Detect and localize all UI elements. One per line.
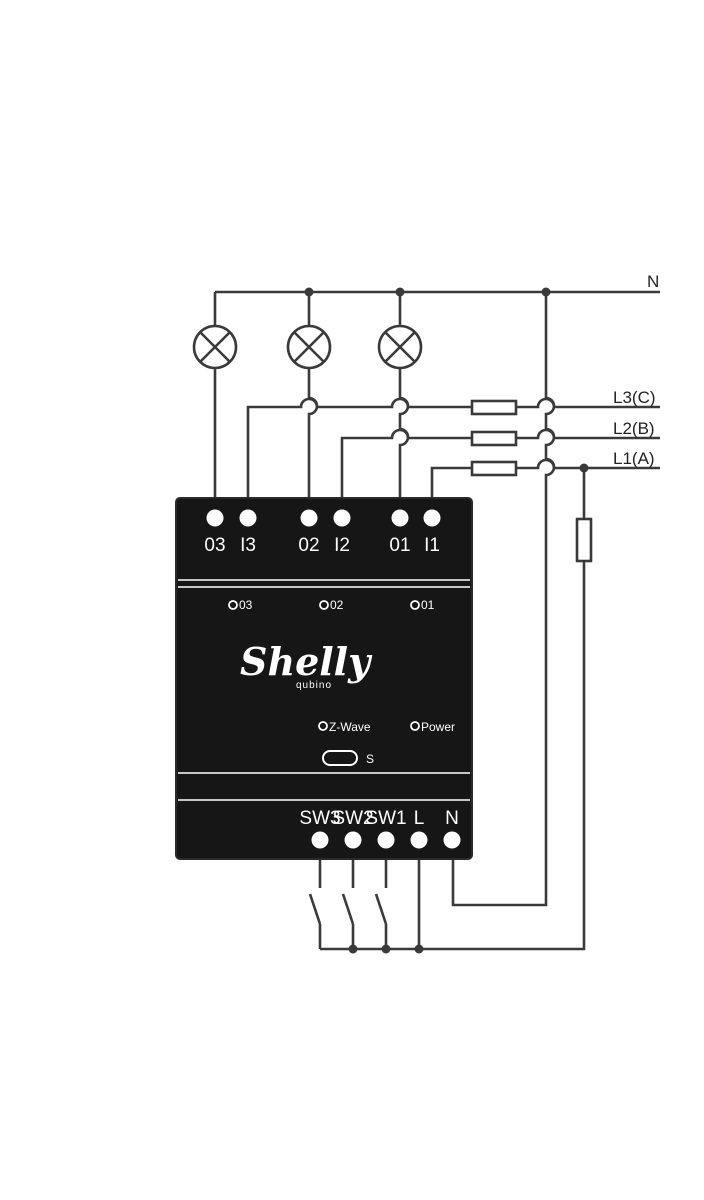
terminal-label-n: N: [445, 808, 459, 829]
led-label-o2: 02: [330, 598, 344, 612]
output-leds: 03 02 01: [228, 598, 435, 612]
led-label-zwave: Z-Wave: [329, 720, 371, 734]
led-label-o3: 03: [239, 598, 253, 612]
phase-l2-label: L2(B): [613, 419, 655, 438]
brand-logo: Shelly: [240, 639, 373, 684]
terminal-label-o3: 03: [204, 535, 225, 556]
led-label-power: Power: [421, 720, 455, 734]
terminal-label-i3: I3: [240, 535, 256, 556]
sub-brand-logo: qubino: [296, 680, 332, 691]
phase-l3-label: L3(C): [613, 388, 656, 407]
terminal-label-i2: I2: [334, 535, 350, 556]
led-zwave: [318, 721, 328, 731]
terminal-label-o2: 02: [298, 535, 319, 556]
switch-3: [308, 858, 322, 949]
led-o2: [319, 600, 329, 610]
terminal-o1[interactable]: [391, 509, 409, 527]
phase-l3-line: L3(C): [246, 388, 660, 498]
neutral-bus: N: [215, 272, 660, 297]
top-terminals: 03 I3 02 I2 01 I1: [204, 509, 441, 556]
terminal-label-l: L: [414, 808, 425, 829]
terminal-o2[interactable]: [300, 509, 318, 527]
service-button-label: S: [366, 752, 374, 766]
lamp-3: [192, 292, 238, 498]
terminal-label-sw1: SW1: [365, 808, 406, 829]
terminal-label-sw3: SW3: [299, 808, 340, 829]
l1-supply-branch: [320, 468, 593, 954]
led-o1: [410, 600, 420, 610]
led-label-o1: 01: [421, 598, 435, 612]
terminal-sw3[interactable]: [311, 831, 329, 849]
terminal-label-i1: I1: [424, 535, 440, 556]
terminal-label-o1: 01: [389, 535, 410, 556]
terminal-sw1[interactable]: [377, 831, 395, 849]
bottom-terminals: SW3 SW2 SW1 L N: [299, 808, 461, 849]
lamp-1: [377, 292, 423, 498]
terminal-l[interactable]: [410, 831, 428, 849]
terminal-i1[interactable]: [423, 509, 441, 527]
neutral-label: N: [647, 272, 659, 291]
phase-l1-label: L1(A): [613, 449, 655, 468]
terminal-i2[interactable]: [333, 509, 351, 527]
phase-l1-line: L1(A): [430, 449, 660, 498]
shelly-device: 03 I3 02 I2 01 I1 03 02 01 Shelly qubino…: [175, 497, 473, 860]
led-o3: [228, 600, 238, 610]
service-button[interactable]: [322, 750, 358, 766]
switch-1: [374, 858, 388, 949]
led-power: [410, 721, 420, 731]
terminal-i3[interactable]: [239, 509, 257, 527]
terminal-label-sw2: SW2: [332, 808, 373, 829]
terminal-sw2[interactable]: [344, 831, 362, 849]
lamp-2: [286, 292, 332, 498]
terminal-o3[interactable]: [206, 509, 224, 527]
switch-2: [341, 858, 355, 949]
terminal-n[interactable]: [443, 831, 461, 849]
phase-l2-line: L2(B): [340, 419, 660, 498]
